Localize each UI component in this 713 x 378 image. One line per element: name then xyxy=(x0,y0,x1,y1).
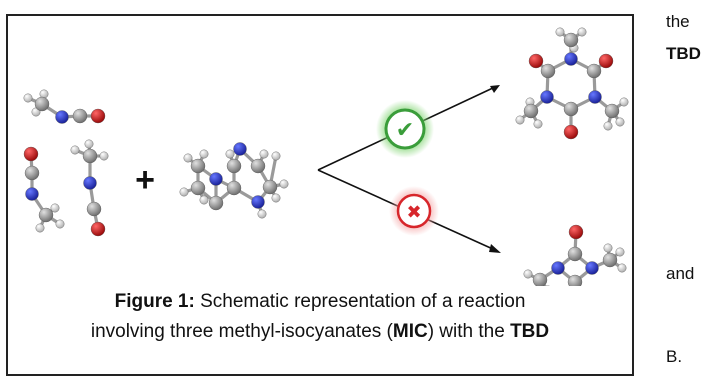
cross-mark: ✖ xyxy=(406,202,421,223)
mic-molecule-2 xyxy=(23,146,65,233)
reaction-scheme: + ✔ ✖ xyxy=(23,27,629,286)
body-text-fragment-2: TBD xyxy=(666,44,701,63)
mic-molecule-3 xyxy=(70,139,109,237)
tbd-molecule xyxy=(179,142,289,219)
body-text-fragment-1: the xyxy=(666,12,690,31)
trimer-product xyxy=(515,27,629,140)
success-check-icon: ✔ xyxy=(376,100,434,158)
molecule-models xyxy=(23,27,629,286)
check-mark: ✔ xyxy=(396,118,414,143)
figure-caption-line-1: Figure 1: Schematic representation of a … xyxy=(12,288,628,315)
body-text-fragment-4: B. xyxy=(666,347,683,366)
failure-cross-icon: ✖ xyxy=(389,186,439,236)
caption-abbr-mic: MIC xyxy=(392,321,428,342)
caption-abbr-tbd: TBD xyxy=(510,321,550,342)
plus-sign: + xyxy=(135,161,155,199)
figure-box: + ✔ ✖ Figure 1: Schematic representation… xyxy=(6,14,634,376)
caption-text: Schematic representation of a reaction xyxy=(194,291,526,312)
body-text-fragment-3: and xyxy=(666,264,695,283)
caption-label: Figure 1: xyxy=(114,291,195,312)
mic-molecule-1 xyxy=(23,89,106,124)
dimer-product xyxy=(523,224,627,286)
figure-caption-line-2: involving three methyl-isocyanates (MIC)… xyxy=(90,321,550,342)
